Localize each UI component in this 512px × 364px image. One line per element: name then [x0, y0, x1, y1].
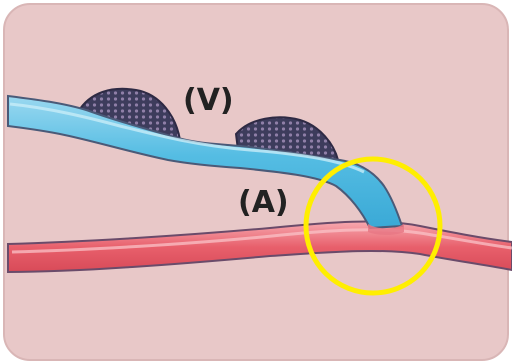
background-panel [4, 4, 508, 360]
artery-label: (A) [238, 185, 289, 220]
vein-label: (V) [183, 83, 234, 118]
